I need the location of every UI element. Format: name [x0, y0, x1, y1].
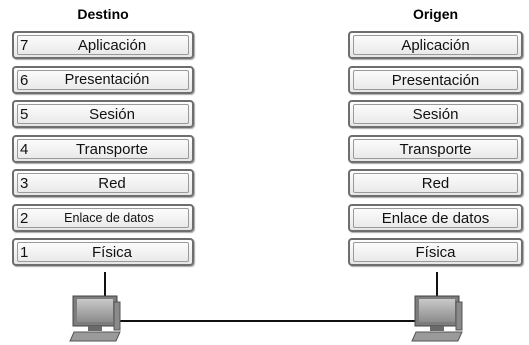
- layer-session-destination: 5 Sesión: [12, 100, 194, 128]
- layer-label: Presentación: [391, 71, 480, 89]
- source-stack: Aplicación Presentación Sesión Transport…: [348, 31, 523, 273]
- layer-transport-destination: 4 Transporte: [12, 134, 194, 163]
- layer-number: 7: [20, 37, 29, 54]
- layer-presentation-source: Presentación: [348, 65, 523, 94]
- layer-number: 5: [20, 106, 29, 123]
- layer-label: Presentación: [64, 71, 150, 88]
- layer-application-destination: 7 Aplicación: [12, 31, 194, 59]
- layer-datalink-destination: 2 Enlace de datos: [12, 203, 194, 232]
- layer-number: 1: [20, 244, 29, 261]
- layer-label: Enlace de datos: [381, 209, 490, 227]
- layer-physical-destination: 1 Física: [12, 238, 194, 266]
- layer-session-source: Sesión: [348, 100, 523, 128]
- layer-number: 3: [20, 175, 29, 192]
- computer-icon: [411, 295, 463, 342]
- destination-stack: 7 Aplicación 6 Presentación 5 Sesión 4 Trans…: [12, 31, 194, 273]
- source-title: Origen: [412, 6, 459, 22]
- layer-network-destination: 3 Red: [12, 169, 194, 197]
- computer-icon: [69, 295, 121, 342]
- layer-label: Sesión: [89, 106, 135, 123]
- layer-label: Enlace de datos: [64, 210, 154, 225]
- layer-label: Red: [98, 175, 126, 192]
- layer-label: Sesión: [412, 106, 459, 123]
- layer-label: Aplicación: [401, 37, 470, 54]
- layer-number: 2: [20, 209, 29, 227]
- layer-number: 6: [20, 71, 29, 89]
- layer-physical-source: Física: [348, 238, 523, 266]
- layer-label: Transporte: [76, 140, 148, 158]
- layer-datalink-source: Enlace de datos: [348, 203, 523, 232]
- layer-label: Física: [415, 244, 456, 261]
- destination-title: Destino: [77, 6, 129, 22]
- layer-presentation-destination: 6 Presentación: [12, 65, 194, 94]
- layer-label: Física: [91, 244, 132, 261]
- layer-transport-source: Transporte: [348, 134, 523, 163]
- layer-number: 4: [20, 140, 29, 158]
- layer-label: Red: [421, 175, 450, 192]
- layer-label: Transporte: [399, 140, 472, 158]
- layer-application-source: Aplicación: [348, 31, 523, 59]
- layer-label: Aplicación: [77, 37, 147, 54]
- layer-network-source: Red: [348, 169, 523, 197]
